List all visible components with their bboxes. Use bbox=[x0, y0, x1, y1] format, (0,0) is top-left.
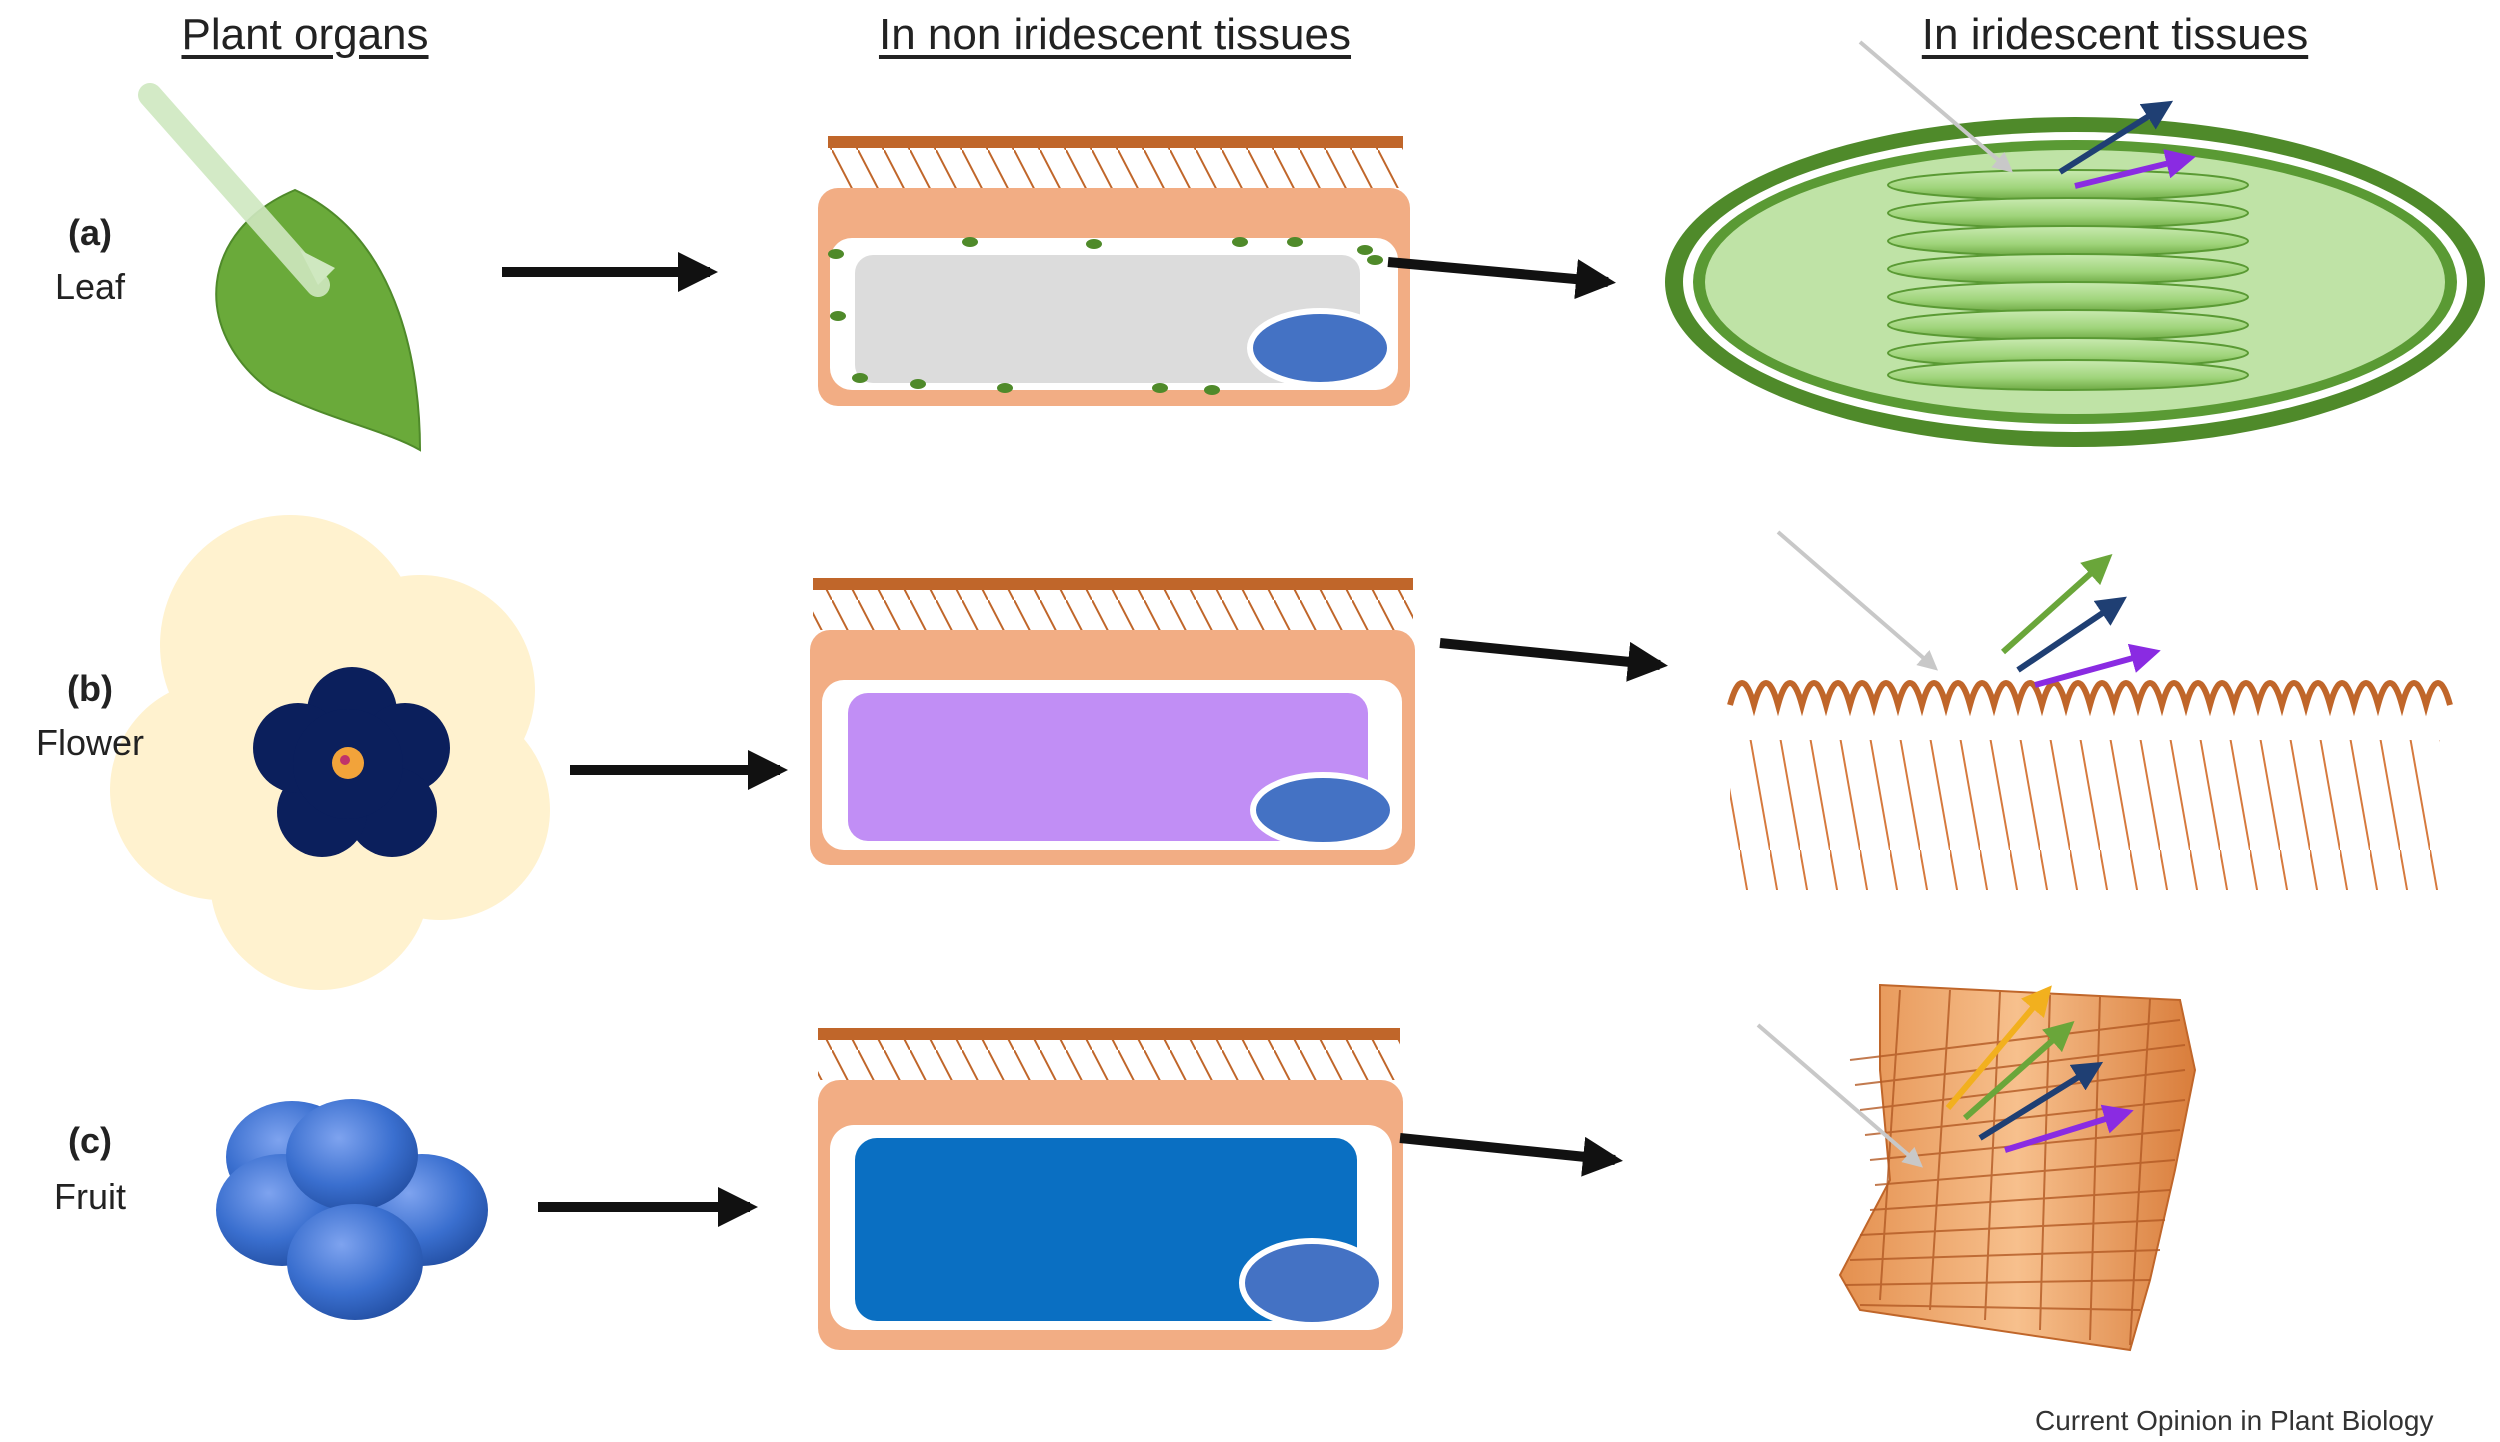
flower-organ bbox=[110, 515, 550, 990]
reflected-green-b bbox=[2000, 553, 2113, 655]
leaf-organ bbox=[138, 83, 422, 452]
leaf-nucleus bbox=[1247, 308, 1393, 388]
chloroplast bbox=[1665, 40, 2485, 447]
flower-nucleus bbox=[1250, 772, 1396, 848]
row-b-organ: Flower bbox=[35, 722, 145, 763]
reflected-purple-a bbox=[2074, 149, 2196, 189]
fruit-cell bbox=[818, 1028, 1403, 1350]
reflected-green-c bbox=[1963, 1021, 2075, 1121]
reflected-navy-c bbox=[1978, 1061, 2104, 1141]
row-a-tag: (a) bbox=[68, 212, 112, 253]
reflected-navy-a bbox=[2058, 100, 2174, 175]
journal-credit: Current Opinion in Plant Biology bbox=[2035, 1405, 2434, 1436]
reflected-yellow-c bbox=[1945, 985, 2052, 1110]
header-plant-organs: Plant organs bbox=[181, 10, 429, 59]
fruit-organ bbox=[216, 1099, 488, 1320]
incident-light-b bbox=[1776, 530, 1939, 671]
arrow-c2 bbox=[1399, 1133, 1623, 1177]
reflected-purple-c bbox=[2004, 1104, 2134, 1153]
petal-surface bbox=[1727, 530, 2453, 890]
helicoidal-structure bbox=[1756, 983, 2197, 1352]
incident-light-c bbox=[1756, 1023, 1924, 1168]
fruit-nucleus bbox=[1239, 1238, 1385, 1328]
reflected-navy-b bbox=[2016, 596, 2127, 673]
arrow-a2 bbox=[1387, 257, 1616, 300]
row-a-organ: Leaf bbox=[54, 266, 126, 307]
row-c-organ: Fruit bbox=[54, 1176, 126, 1217]
leaf-chloroplast-dots bbox=[828, 237, 1383, 395]
row-b-tag: (b) bbox=[67, 668, 113, 709]
grana-stack bbox=[1887, 169, 2249, 391]
leaf-cell bbox=[818, 136, 1410, 406]
incident-light-a bbox=[1858, 40, 2014, 173]
arrow-b2 bbox=[1439, 638, 1668, 682]
row-c-tag: (c) bbox=[68, 1120, 112, 1161]
flower-cell bbox=[810, 578, 1415, 865]
reflected-purple-b bbox=[2034, 643, 2161, 688]
header-non-iridescent: In non iridescent tissues bbox=[878, 10, 1352, 59]
header-iridescent: In iridescent tissues bbox=[1921, 10, 2309, 59]
